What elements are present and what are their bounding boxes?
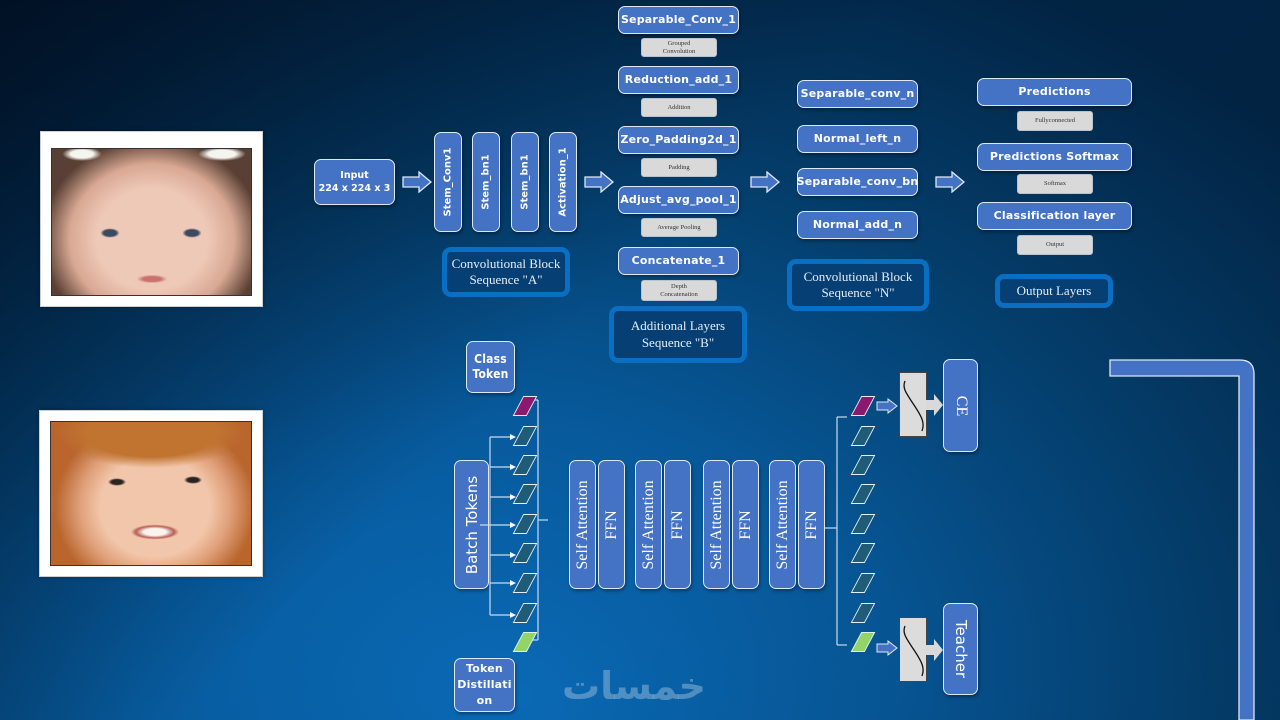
block-b-caption: Additional Layers Sequence "B" xyxy=(609,306,747,363)
block-a-layer-4: Activation_1 xyxy=(549,132,577,232)
arrow-a-to-b xyxy=(584,171,614,193)
input-photo-bottom xyxy=(39,410,263,577)
block-b-op-1: Grouped Convolution xyxy=(641,38,717,57)
block-a-caption: Convolutional Block Sequence "A" xyxy=(442,247,570,297)
block-3-ffn: FFN xyxy=(732,460,759,589)
block-3-attention: Self Attention xyxy=(703,460,730,589)
arrow-input-to-a xyxy=(402,171,432,193)
token-connectors-left xyxy=(480,399,548,641)
block-b-layer-3: Zero_Padding2d_1 xyxy=(618,126,739,154)
block-4-ffn-label: FFN xyxy=(802,509,820,540)
arrow-distill-to-sigmoid xyxy=(876,640,898,656)
watermark-logo: خمسات xyxy=(562,664,706,708)
block-3-ffn-label: FFN xyxy=(736,509,754,540)
bracket-connector xyxy=(1109,359,1255,720)
block-1-attention: Self Attention xyxy=(569,460,596,589)
sigmoid-box-teacher xyxy=(899,617,927,682)
arrow-b-to-n xyxy=(750,171,780,193)
block-b-layer-2: Reduction_add_1 xyxy=(618,66,739,94)
teacher-head-label: Teacher xyxy=(951,619,970,679)
output-layer-2: Predictions Softmax xyxy=(977,143,1132,171)
block-4-ffn: FFN xyxy=(798,460,825,589)
block-2-ffn: FFN xyxy=(664,460,691,589)
block-4-attention: Self Attention xyxy=(769,460,796,589)
batch-tokens-label: Batch Tokens xyxy=(462,475,481,574)
block-n-layer-2: Normal_left_n xyxy=(797,125,918,153)
block-a-layer-3: Stem_bn1 xyxy=(511,132,539,232)
sigmoid-curve-icon xyxy=(903,625,924,677)
face-image-bottom xyxy=(50,421,252,566)
block-n-layer-1: Separable_conv_n xyxy=(797,80,918,108)
arrow-class-to-sigmoid xyxy=(876,398,898,414)
sigmoid-curve-icon xyxy=(903,380,924,432)
token-connectors-right xyxy=(825,416,847,646)
block-a-layer-1-label: Stem_Conv1 xyxy=(442,147,454,217)
block-n-caption: Convolutional Block Sequence "N" xyxy=(787,259,929,311)
output-op-2: Softmax xyxy=(1017,174,1093,194)
output-caption: Output Layers xyxy=(995,274,1113,308)
block-2-ffn-label: FFN xyxy=(668,509,686,540)
arrow-sigmoid-to-teacher xyxy=(926,639,943,661)
block-a-layer-2-label: Stem_bn1 xyxy=(480,154,492,210)
block-b-layer-1: Separable_Conv_1 xyxy=(618,6,739,34)
block-b-op-3: Padding xyxy=(641,158,717,177)
arrow-sigmoid-to-ce xyxy=(926,394,943,416)
block-a-layer-1: Stem_Conv1 xyxy=(434,132,462,232)
input-photo-top xyxy=(40,131,263,307)
block-1-attention-label: Self Attention xyxy=(573,479,591,570)
block-n-layer-3: Separable_conv_bn xyxy=(797,168,918,196)
block-a-layer-4-label: Activation_1 xyxy=(557,147,569,217)
block-b-op-4: Average Pooling xyxy=(641,218,717,237)
arrow-n-to-output xyxy=(935,171,965,193)
input-node-text: Input 224 x 224 x 3 xyxy=(314,165,395,201)
sigmoid-box-ce xyxy=(899,372,927,437)
input-node: Input 224 x 224 x 3 xyxy=(314,159,395,205)
block-a-layer-2: Stem_bn1 xyxy=(472,132,500,232)
ce-head: CE xyxy=(943,359,978,452)
block-b-op-2: Addition xyxy=(641,98,717,117)
output-layer-1: Predictions xyxy=(977,78,1132,106)
ce-head-label: CE xyxy=(952,395,970,416)
input-shape-text: 224 x 224 x 3 xyxy=(318,183,391,194)
block-a-layer-3-label: Stem_bn1 xyxy=(519,154,531,210)
block-4-attention-label: Self Attention xyxy=(773,479,791,570)
class-token-label: Class Token xyxy=(466,341,515,393)
block-1-ffn: FFN xyxy=(598,460,625,589)
block-b-op-5: Depth Concatenation xyxy=(641,280,717,301)
output-layer-3: Classification layer xyxy=(977,202,1132,230)
output-op-1: Fullyconnected xyxy=(1017,111,1093,131)
distillation-token-label: Token Distillati on xyxy=(454,658,515,712)
block-2-attention-label: Self Attention xyxy=(639,479,657,570)
output-op-3: Output xyxy=(1017,235,1093,255)
teacher-head: Teacher xyxy=(943,603,978,695)
input-title-text: Input xyxy=(340,170,369,182)
block-b-layer-5: Concatenate_1 xyxy=(618,247,739,275)
block-n-layer-4: Normal_add_n xyxy=(797,211,918,239)
block-b-layer-4: Adjust_avg_pool_1 xyxy=(618,186,739,214)
face-image-top xyxy=(51,148,252,296)
block-3-attention-label: Self Attention xyxy=(707,479,725,570)
block-1-ffn-label: FFN xyxy=(602,509,620,540)
block-2-attention: Self Attention xyxy=(635,460,662,589)
